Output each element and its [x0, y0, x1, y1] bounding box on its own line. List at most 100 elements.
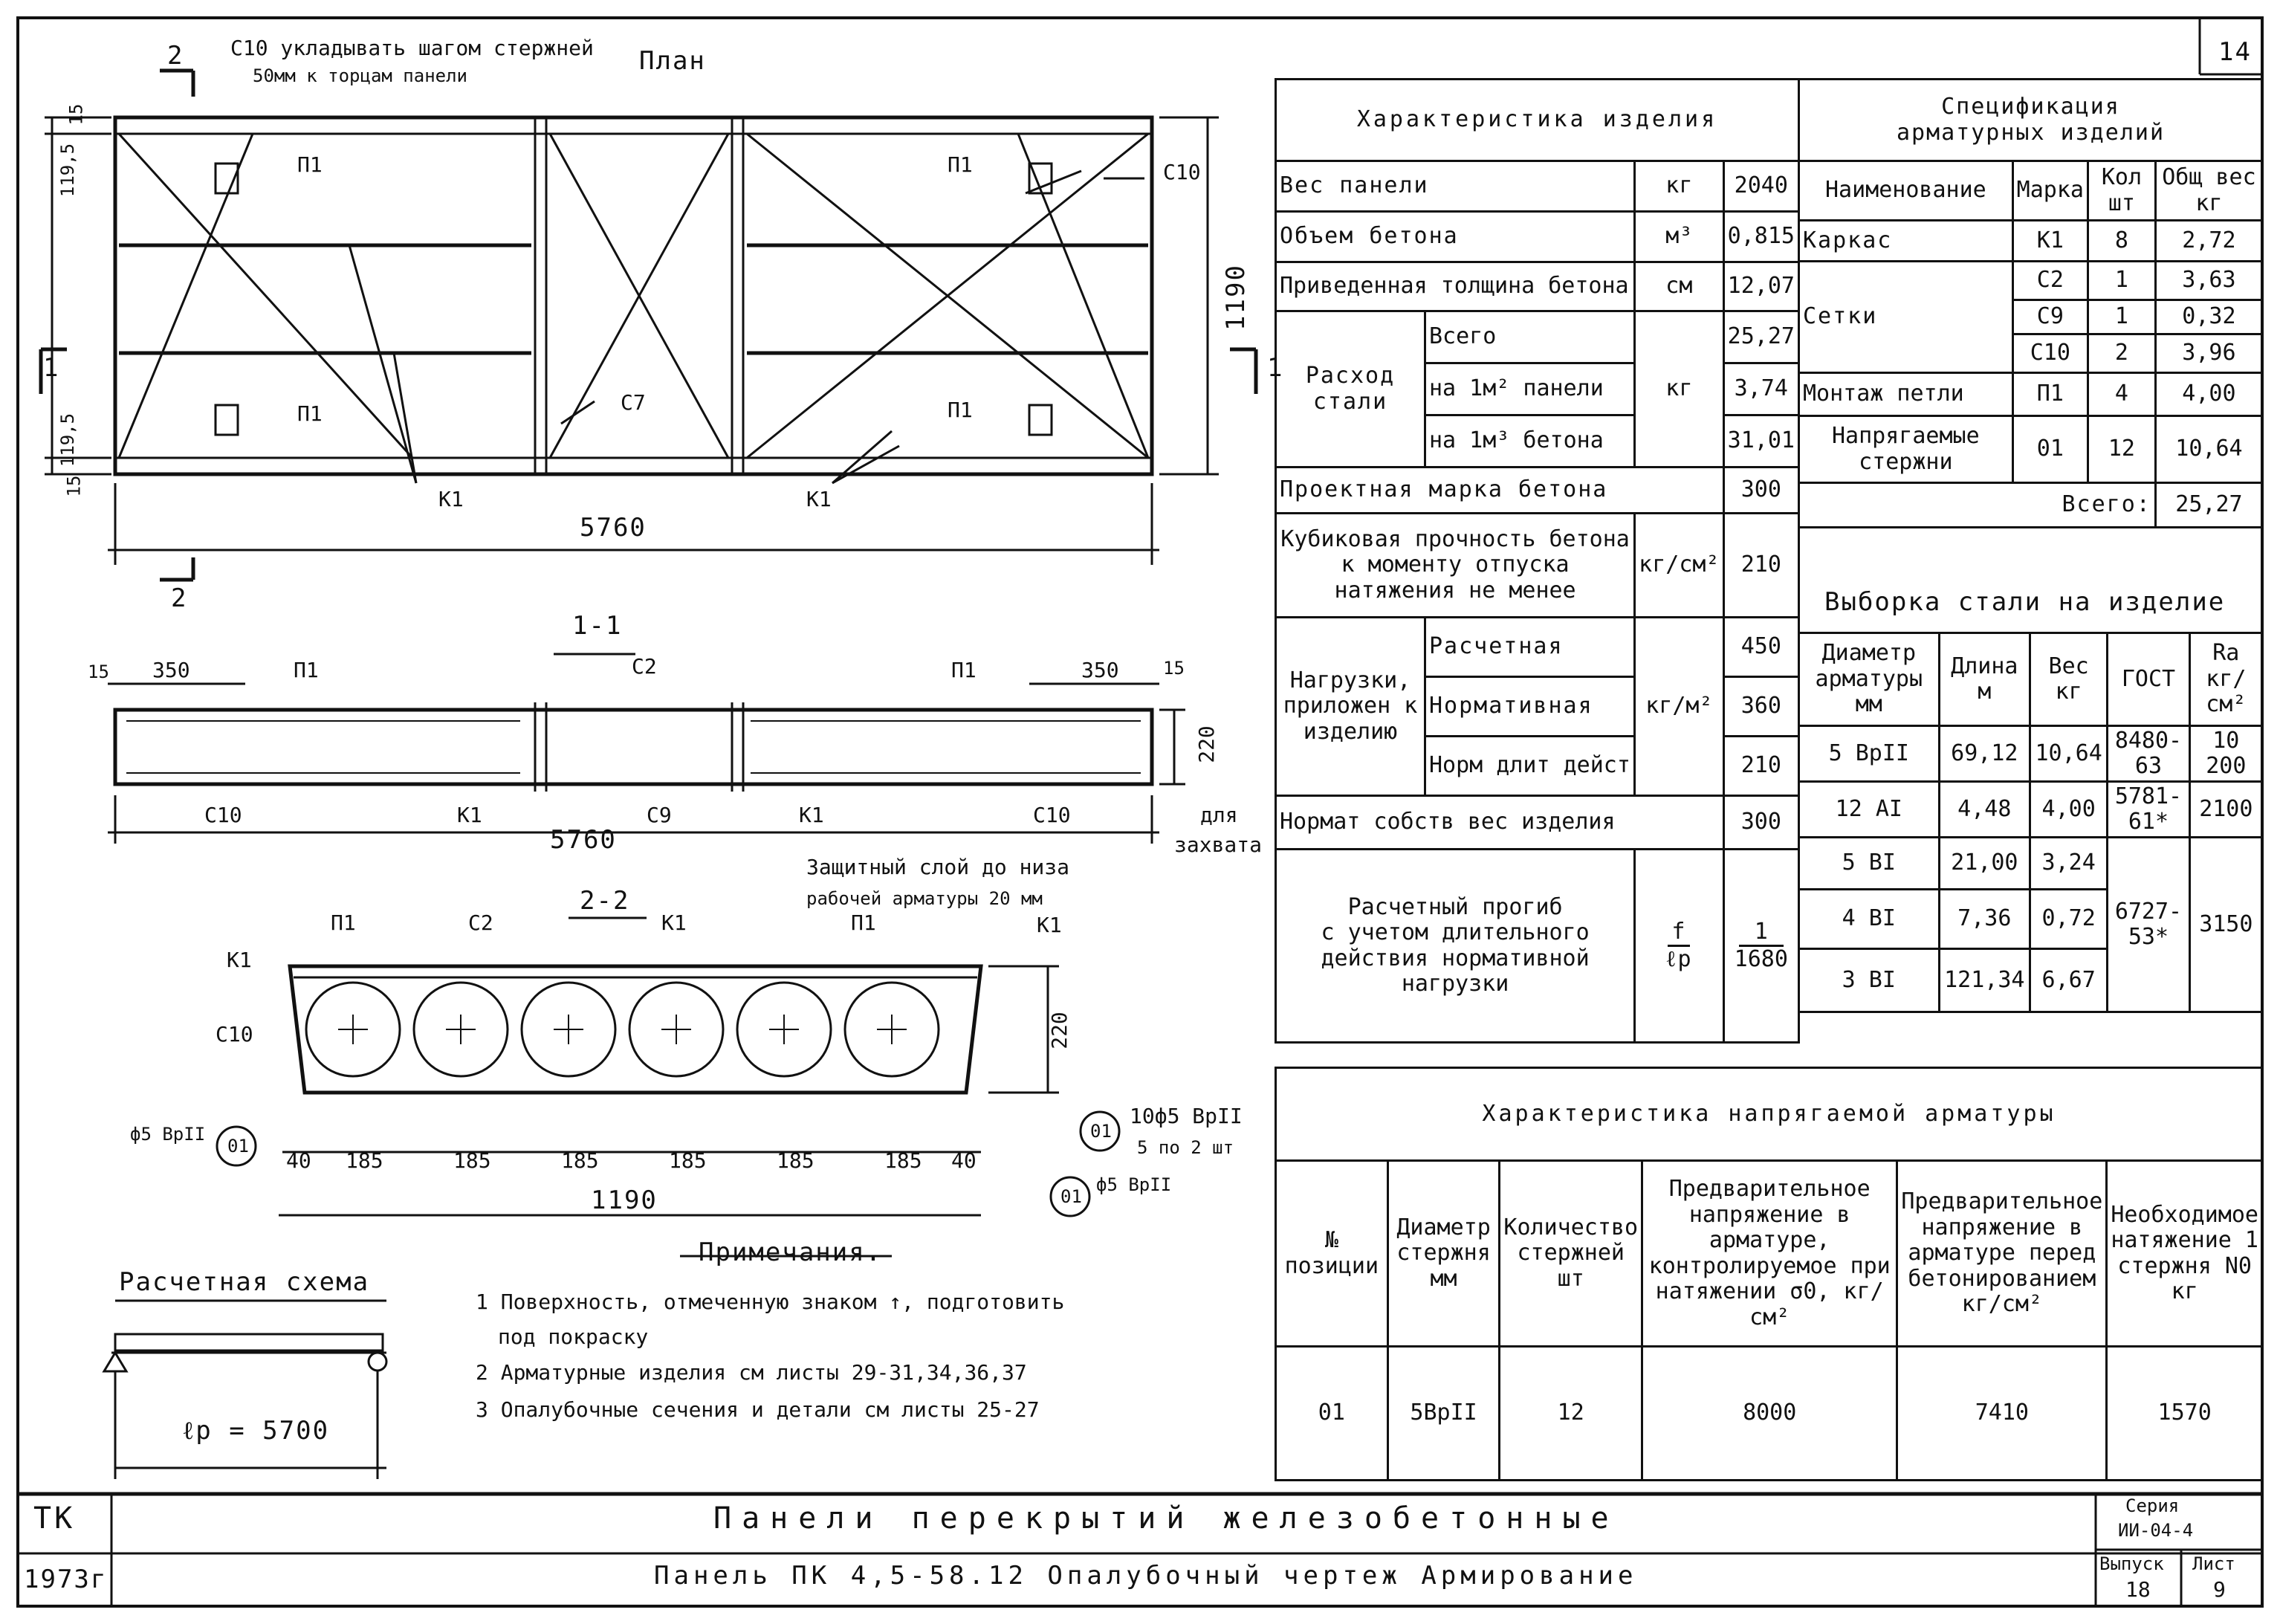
- spec-row2-weight: 0,32: [2154, 299, 2264, 335]
- spec-row2-qty: 1: [2086, 299, 2157, 335]
- s22-dim-6: 185: [884, 1148, 922, 1173]
- char-deflection-unit-bot: ℓр: [1665, 946, 1693, 972]
- s11-dim-15-right: 15: [1163, 658, 1185, 679]
- plan-label-c7: С7: [621, 390, 646, 415]
- prestress-header-s1: Предварительное напряжение в арматуре пе…: [1896, 1159, 2108, 1348]
- char-cube-line1: Кубиковая прочность бетона: [1280, 525, 1630, 552]
- plan-label-p1-a: П1: [297, 152, 323, 177]
- char-grade-value: 300: [1722, 466, 1801, 514]
- spec-row3-mark: С10: [2011, 333, 2089, 374]
- plan-label-k1-b: К1: [806, 487, 832, 511]
- s22-rebar-bottom: ф5 ВрII: [1096, 1174, 1172, 1195]
- table-row: С10 2 3,96: [1799, 333, 2264, 374]
- char-volume-unit: м³: [1633, 210, 1725, 263]
- char-deflection-unit-top: f: [1668, 919, 1691, 947]
- spec-header-name: Наименование: [1798, 160, 2014, 221]
- steel-row0-ra: 10 200: [2188, 725, 2264, 783]
- spec-header-weight: Общ вес кг: [2154, 160, 2264, 221]
- spec-row4-mark: П1: [2011, 372, 2089, 417]
- s11-label-k1-left: К1: [457, 803, 482, 827]
- steel-row1-len: 4,48: [1937, 780, 2031, 838]
- s11-dim-height: 220: [1194, 725, 1219, 763]
- s22-label-p1-left: П1: [331, 910, 356, 935]
- char-thickness-name: Приведенная толщина бетона: [1274, 261, 1636, 312]
- steel-row0-dia: 5 ВрII: [1798, 725, 1940, 783]
- steel-header-len: Длина м: [1937, 632, 2031, 727]
- plan-dim-1195-bot: 119,5: [57, 413, 79, 468]
- s11-label-p1-right: П1: [951, 658, 977, 682]
- table-row: Сетки С2 1 3,63: [1798, 260, 2264, 374]
- s22-dim-1: 185: [346, 1148, 383, 1173]
- title-main: Панели перекрытий железобетонные: [713, 1501, 1619, 1536]
- table-row: 12 АI 4,48 4,00 5781-61* 2100: [1798, 780, 2264, 838]
- table-row: Каркас К1 8 2,72: [1798, 219, 2264, 262]
- table-row: Напрягаемые стержни 01 12 10,64: [1798, 415, 2264, 484]
- stamp-year: 1973г: [24, 1565, 108, 1594]
- char-steel-total-name: Всего: [1423, 310, 1636, 364]
- steel-header-gost: ГОСТ: [2106, 632, 2191, 727]
- series-label: Серия: [2125, 1495, 2180, 1516]
- table-row: 3 ВI 121,34 6,67: [1798, 948, 2263, 1013]
- table-row: Монтаж петли П1 4 4,00: [1798, 372, 2264, 417]
- char-weight-value: 2040: [1722, 160, 1801, 213]
- steel-row4-dia: 3 ВI: [1798, 948, 1940, 1013]
- s22-label-c2: С2: [468, 910, 493, 935]
- plan-label-p1-d: П1: [948, 398, 973, 422]
- spec-row0-weight: 2,72: [2154, 219, 2264, 262]
- spec-row4-qty: 4: [2086, 372, 2157, 417]
- s22-label-k1-top: К1: [661, 910, 687, 935]
- s22-dim-0: 40: [286, 1148, 311, 1173]
- s11-note-cover-1: Защитный слой до низа: [806, 855, 1070, 879]
- char-cube-name: Кубиковая прочность бетона к моменту отп…: [1274, 512, 1636, 618]
- prestress-row-s1: 7410: [1896, 1345, 2108, 1481]
- s11-dim-length: 5760: [550, 825, 617, 855]
- char-cube-line3: натяжения не менее: [1334, 577, 1576, 604]
- note-item-1: под покраску: [498, 1324, 649, 1349]
- s22-label-k1-right: К1: [1037, 913, 1062, 937]
- steel-row3-len: 7,36: [1937, 888, 2031, 950]
- plan-outline: [113, 115, 1154, 476]
- s22-rebar-right-2: 5 по 2 шт: [1137, 1137, 1234, 1158]
- section22-title: 2-2: [580, 886, 630, 916]
- spec-row5-weight: 10,64: [2154, 415, 2264, 484]
- char-steel-m3-name: на 1м³ бетона: [1423, 414, 1636, 468]
- char-cube-value: 210: [1722, 512, 1801, 618]
- char-deflection-line1: Расчетный прогиб: [1347, 893, 1563, 920]
- char-loads-name: Нагрузки, приложен к изделию: [1275, 616, 1426, 797]
- char-self-weight-name: Нормат собств вес изделия: [1275, 795, 1725, 850]
- steel-sample-table: Диаметр арматуры мм Длина м Вес кг ГОСТ …: [1798, 632, 2264, 1013]
- char-self-weight-value: 300: [1722, 795, 1801, 850]
- char-steel-m3-value: 31,01: [1722, 414, 1801, 468]
- steel-row1-ra: 2100: [2188, 780, 2264, 838]
- prestress-header-n0: Необходимое натяжение 1 стержня N0 кг: [2105, 1159, 2264, 1348]
- char-loads-unit: кг/м²: [1633, 616, 1725, 797]
- spec-row4-weight: 4,00: [2154, 372, 2264, 417]
- steel-row3-ra: 3150: [2188, 836, 2264, 1013]
- char-load-norm-name: Нормативная: [1423, 676, 1636, 737]
- char-load-long-name: Норм длит дейст: [1423, 735, 1636, 797]
- spec-total-value: 25,27: [2154, 482, 2264, 528]
- s11-label-p1-left: П1: [294, 658, 319, 682]
- spec-row5-mark: 01: [2011, 415, 2089, 484]
- prestress-header-qty: Количество стержней шт: [1498, 1159, 1644, 1348]
- prestress-row-pos: 01: [1275, 1345, 1389, 1481]
- s11-dim-350-left: 350: [152, 658, 190, 682]
- char-cube-unit: кг/см²: [1633, 512, 1725, 618]
- plan-label-p1-c: П1: [948, 152, 973, 177]
- plan-dim-15-bot: 15: [63, 475, 85, 497]
- s22-callout-left: 01: [227, 1136, 249, 1156]
- char-steel-name-1: Расход: [1305, 363, 1396, 389]
- char-thickness-unit: см: [1633, 261, 1725, 312]
- steel-row3-dia: 4 ВI: [1798, 888, 1940, 950]
- section11-outline: [113, 708, 1154, 786]
- title-sub: Панель ПК 4,5-58.12 Опалубочный чертеж А…: [654, 1561, 1638, 1591]
- steel-row1-w: 4,00: [2028, 780, 2109, 838]
- s22-rebar-left: ф5 ВрII: [130, 1124, 206, 1145]
- char-deflection-name: Расчетный прогиб с учетом длительного де…: [1274, 848, 1636, 1044]
- s22-dim-height: 220: [1046, 1012, 1072, 1049]
- section11-title: 1-1: [572, 611, 623, 641]
- s22-dim-7: 40: [951, 1148, 977, 1173]
- s22-rebar-right-1: 10ф5 ВрII: [1130, 1104, 1243, 1128]
- prestress-header-dia: Диаметр стержня мм: [1386, 1159, 1501, 1348]
- plan-dim-length: 5760: [580, 513, 647, 543]
